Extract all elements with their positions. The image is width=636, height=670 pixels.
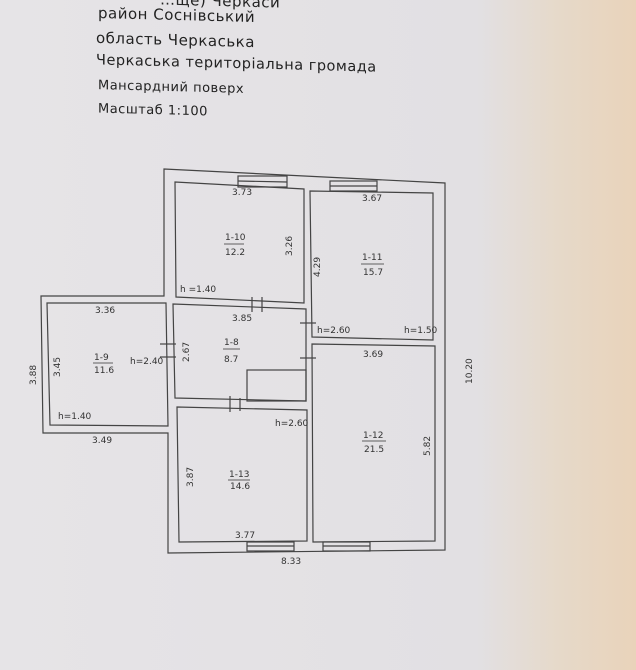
dim-1-11-width: 3.67	[362, 194, 382, 204]
dim-1-9-outer: 3.88	[29, 365, 39, 385]
room-area-1-13: 14.6	[230, 482, 250, 492]
dim-1-10-height: 3.26	[285, 236, 295, 256]
window-bottom-2	[322, 541, 371, 552]
dim-1-9-width: 3.36	[95, 306, 115, 316]
room-outline-1-13	[176, 406, 308, 543]
dim-1-11-height: 4.29	[313, 257, 323, 277]
dim-1-13-height: 3.87	[186, 467, 196, 487]
dim-total-height: 10.20	[465, 358, 475, 384]
room-id-1-9: 1-9	[94, 353, 109, 363]
window-top-1	[237, 175, 288, 188]
room-id-1-13: 1-13	[229, 470, 249, 480]
room-outline-1-11	[309, 190, 434, 341]
height-1-11-b: h=1.50	[404, 326, 438, 336]
dim-1-9-height: 3.45	[53, 357, 63, 377]
dim-1-8-height: 2.67	[182, 342, 192, 362]
height-1-9-b: h=1.40	[58, 412, 92, 422]
outer-wall	[40, 168, 446, 554]
room-id-1-12: 1-12	[363, 431, 383, 441]
dim-1-12-width: 3.69	[363, 350, 383, 360]
room-area-1-11: 15.7	[363, 268, 383, 278]
height-1-10: h =1.40	[180, 285, 216, 295]
room-id-1-10: 1-10	[225, 233, 246, 243]
door-marks	[160, 297, 316, 412]
room-area-1-10: 12.2	[225, 248, 245, 258]
room-outline-1-12	[311, 343, 436, 543]
dim-total-width: 8.33	[281, 557, 301, 567]
height-1-11-a: h=2.60	[317, 326, 351, 336]
dim-1-13-width: 3.77	[235, 531, 255, 541]
room-outline-1-9	[46, 302, 169, 427]
inner-closet	[246, 369, 307, 402]
height-1-9-a: h=2.40	[130, 357, 164, 367]
room-area-1-9: 11.6	[94, 366, 114, 376]
room-area-1-12: 21.5	[364, 445, 384, 455]
window-top-2	[329, 180, 378, 192]
room-id-1-11: 1-11	[362, 253, 382, 263]
dim-1-12-height: 5.82	[423, 436, 433, 456]
height-1-13: h=2.60	[275, 419, 309, 429]
dim-1-9-bottom: 3.49	[92, 436, 112, 446]
window-bottom-1	[246, 541, 295, 552]
dim-1-8-width: 3.85	[232, 314, 252, 324]
dim-1-10-width: 3.73	[232, 188, 252, 198]
room-id-1-8: 1-8	[224, 338, 239, 348]
room-area-1-8: 8.7	[224, 355, 238, 365]
